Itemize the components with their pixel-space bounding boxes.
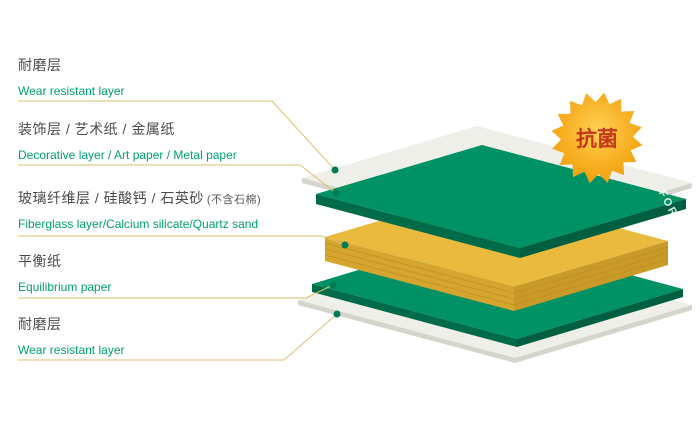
sheet-line — [324, 248, 515, 300]
connector-dot-fiberglass — [341, 241, 349, 249]
label-decorative-en: Decorative layer / Art paper / Metal pap… — [18, 148, 237, 162]
connector-line-wear-top — [18, 100, 336, 171]
label-fiberglass-en-row: Fiberglass layer/Calcium silicate/Quartz… — [18, 216, 258, 232]
sheet-line — [513, 246, 669, 294]
connector-lines — [18, 100, 346, 361]
label-equilibrium-zh: 平衡纸 — [18, 252, 62, 270]
antibacterial-badge: 抗菌 — [551, 92, 643, 184]
label-wear-top-zh: 耐磨层 — [18, 56, 62, 74]
equilibrium-edge-right — [517, 289, 683, 347]
badge-label: 抗菌 — [576, 127, 618, 151]
connector-dot-wear-top — [331, 166, 339, 174]
label-decorative: 装饰层 / 艺术纸 / 金属纸 — [18, 120, 175, 138]
label-text: 耐磨层 — [18, 57, 62, 73]
decorative-layer — [316, 145, 686, 258]
sheet-line — [513, 252, 669, 300]
label-decorative-zh: 装饰层 / 艺术纸 / 金属纸 — [18, 120, 175, 138]
connector-line-fiberglass — [18, 235, 346, 246]
label-text: 平衡纸 — [18, 253, 62, 269]
connector-line-decorative — [18, 164, 337, 194]
label-wear-top: 耐磨层 — [18, 56, 62, 74]
connector-line-equilibrium — [18, 284, 334, 299]
sheet-line — [513, 258, 669, 306]
label-wear-bottom: 耐磨层 — [18, 315, 62, 333]
label-note: (不含石棉) — [206, 194, 262, 206]
label-wear-top-en-row: Wear resistant layer — [18, 83, 124, 99]
label-equilibrium: 平衡纸 — [18, 252, 62, 270]
label-wear-bottom-en-row: Wear resistant layer — [18, 342, 124, 358]
wear-bottom-edge-right — [515, 305, 692, 363]
fiberglass-sheet-lines — [324, 242, 669, 306]
equilibrium-edge-left — [312, 284, 517, 347]
label-fiberglass-en: Fiberglass layer/Calcium silicate/Quartz… — [18, 217, 259, 231]
label-fiberglass: 玻璃纤维层 / 硅酸钙 / 石英砂(不含石棉) — [18, 189, 261, 209]
connector-dot-decorative — [332, 189, 340, 197]
starburst-shape — [551, 92, 643, 184]
label-text: 玻璃纤维层 / 硅酸钙 / 石英砂 — [18, 190, 204, 206]
label-equilibrium-en-row: Equilibrium paper — [18, 279, 111, 295]
label-wear-bottom-en: Wear resistant layer — [18, 343, 125, 357]
label-fiberglass-zh: 玻璃纤维层 / 硅酸钙 / 石英砂(不含石棉) — [18, 189, 261, 209]
sheet-line — [324, 254, 515, 306]
connector-dots — [329, 166, 349, 318]
connector-dot-equilibrium — [329, 281, 337, 289]
connector-dot-wear-bottom — [333, 310, 341, 318]
label-equilibrium-en: Equilibrium paper — [18, 280, 112, 294]
label-text: 耐磨层 — [18, 316, 62, 332]
label-wear-top-en: Wear resistant layer — [18, 84, 125, 98]
decorative-edge-left — [316, 194, 520, 258]
sheet-line — [324, 242, 515, 294]
decorative-edge-right — [520, 199, 686, 258]
label-decorative-en-row: Decorative layer / Art paper / Metal pap… — [18, 147, 237, 163]
decorative-top-face — [316, 145, 686, 248]
connector-line-wear-bottom — [18, 313, 338, 361]
label-text: 装饰层 / 艺术纸 / 金属纸 — [18, 121, 175, 137]
wear-bottom-edge-left — [298, 300, 515, 363]
label-wear-bottom-zh: 耐磨层 — [18, 315, 62, 333]
